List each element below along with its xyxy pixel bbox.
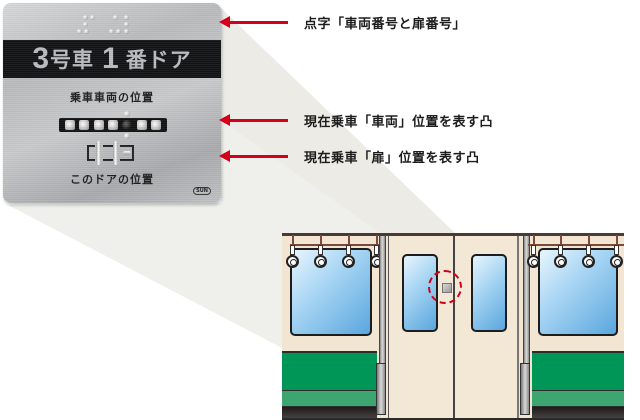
car-cell [136,120,147,130]
car-cell [79,120,90,130]
callout-braille: 点字「車両番号と扉番号」 [219,15,466,32]
hand-strap-icon [527,255,540,268]
door-window-right [471,254,507,332]
hand-strap-icon [554,255,567,268]
callout-car-position: 現在乗車「車両」位置を表す凸 [219,113,493,130]
door-number: 1 [102,42,120,75]
hand-strap-icon [582,255,595,268]
arrow-left-icon [219,149,288,162]
car-suffix: 号車 [50,48,94,72]
door-suffix: 番ドア [125,48,192,72]
arrow-left-icon [219,113,288,126]
left-seat-cushion [282,391,377,407]
car-position-label: 乗車車両の位置 [70,91,154,104]
door-bar [96,141,101,165]
callout-door-position: 現在乗車「扉」位置を表す凸 [219,149,480,166]
car-cell [93,120,104,130]
right-seat-back [532,351,624,391]
door-sign-plate: 3 号車 1 番ドア 乗車車両の位置 このドアの位置 SUN [3,3,221,203]
maker-logo: SUN [193,187,211,195]
car-door-title-bar: 3 号車 1 番ドア [3,40,221,78]
car-number: 3 [32,42,50,75]
train-interior-illustration [282,233,624,420]
arrow-left-icon [219,15,288,28]
car-cell [65,120,76,130]
right-window [538,248,618,336]
door-bar [113,141,118,165]
raised-marker-top [124,111,130,117]
door-position-indicator [87,141,143,165]
right-seat-cushion [532,391,624,407]
current-door-marker [123,151,131,155]
car-cell-current [122,120,133,130]
grab-pole [523,236,530,376]
car-cell [107,120,118,130]
hand-strap-icon [342,255,355,268]
door-position-label: このドアの位置 [70,173,154,186]
braille-dots [77,15,151,37]
highlight-circle [428,270,462,304]
car-position-indicator [59,118,167,132]
hand-strap-icon [314,255,327,268]
raised-marker-bottom [124,133,130,139]
hand-strap-icon [610,255,623,268]
car-cell [150,120,161,130]
grab-pole [379,236,386,376]
left-seat-back [282,351,377,391]
hand-strap-icon [286,255,299,268]
left-window [290,248,372,336]
